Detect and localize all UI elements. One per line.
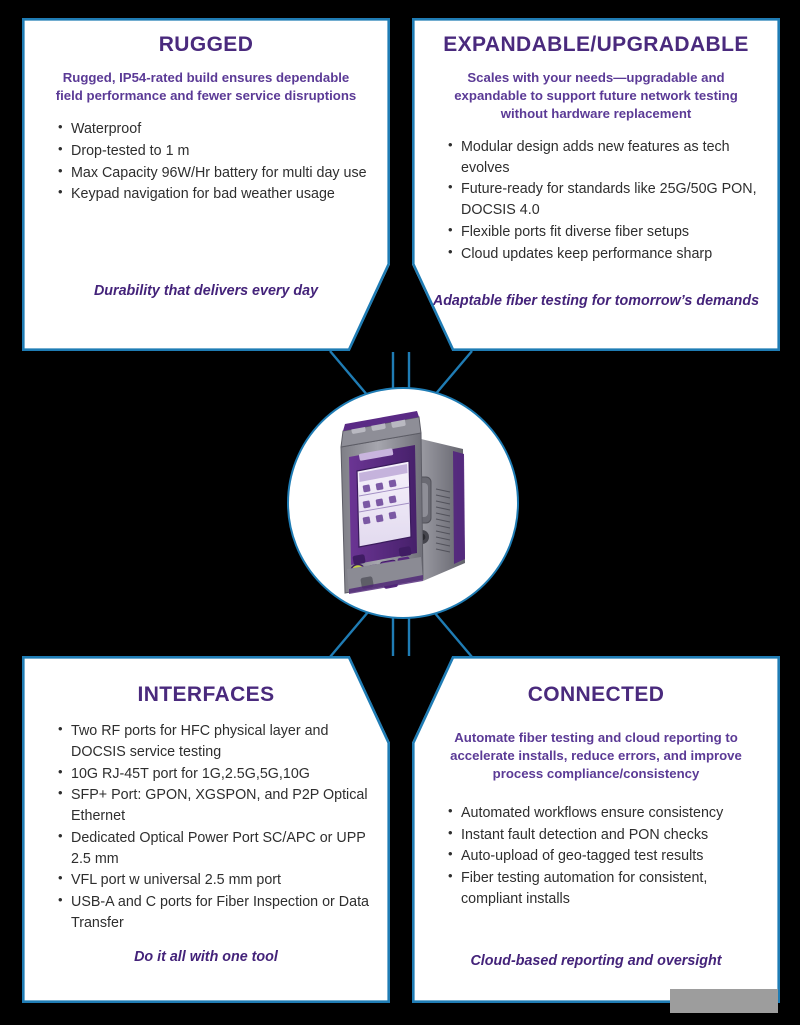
list-item: Instant fault detection and PON checks bbox=[448, 824, 760, 846]
card-interfaces-title: INTERFACES bbox=[137, 683, 275, 706]
list-item: Auto-upload of geo-tagged test results bbox=[448, 845, 760, 867]
card-rugged-bullets: Waterproof Drop-tested to 1 m Max Capaci… bbox=[42, 118, 370, 206]
list-item: Two RF ports for HFC physical layer and … bbox=[58, 720, 370, 762]
list-item: Automated workflows ensure consistency bbox=[448, 802, 760, 824]
card-connected-subtitle: Automate fiber testing and cloud reporti… bbox=[450, 730, 742, 782]
card-expandable-title: EXPANDABLE/UPGRADABLE bbox=[443, 33, 749, 56]
fiber-test-device-image bbox=[303, 403, 503, 603]
card-rugged-title: RUGGED bbox=[158, 33, 254, 56]
card-interfaces-tagline: Do it all with one tool bbox=[134, 948, 278, 965]
list-item: Waterproof bbox=[58, 118, 370, 140]
spacer bbox=[42, 934, 370, 947]
list-item: Flexible ports fit diverse fiber setups bbox=[448, 221, 760, 243]
list-item: Modular design adds new features as tech… bbox=[448, 136, 760, 178]
device-illustration bbox=[340, 411, 465, 594]
card-rugged-subtitle: Rugged, IP54-rated build ensures dependa… bbox=[55, 70, 357, 104]
list-item: Keypad navigation for bad weather usage bbox=[58, 183, 370, 205]
list-item: Dedicated Optical Power Port SC/APC or U… bbox=[58, 827, 370, 869]
list-item: 10G RJ-45T port for 1G,2.5G,5G,10G bbox=[58, 763, 370, 785]
gray-artifact-block bbox=[670, 989, 778, 1013]
card-expandable-bullets: Modular design adds new features as tech… bbox=[432, 136, 760, 265]
spacer bbox=[42, 206, 370, 281]
card-expandable: EXPANDABLE/UPGRADABLE Scales with your n… bbox=[412, 18, 780, 351]
list-item: Drop-tested to 1 m bbox=[58, 140, 370, 162]
list-item: VFL port w universal 2.5 mm port bbox=[58, 869, 370, 891]
list-item: Cloud updates keep performance sharp bbox=[448, 243, 760, 265]
card-connected-title: CONNECTED bbox=[527, 683, 665, 706]
card-expandable-subtitle: Scales with your needs—upgradable and ex… bbox=[454, 70, 738, 122]
center-product-circle bbox=[287, 387, 519, 619]
spacer bbox=[432, 911, 760, 951]
card-rugged-tagline: Durability that delivers every day bbox=[93, 282, 319, 299]
card-expandable-tagline: Adaptable fiber testing for tomorrow’s d… bbox=[432, 292, 760, 309]
list-item: Fiber testing automation for consistent,… bbox=[448, 867, 760, 909]
card-connected-tagline: Cloud-based reporting and oversight bbox=[470, 952, 722, 969]
list-item: SFP+ Port: GPON, XGSPON, and P2P Optical… bbox=[58, 784, 370, 826]
card-connected: CONNECTED Automate fiber testing and clo… bbox=[412, 656, 780, 1003]
list-item: Max Capacity 96W/Hr battery for multi da… bbox=[58, 162, 370, 184]
list-item: USB-A and C ports for Fiber Inspection o… bbox=[58, 891, 370, 933]
card-interfaces-bullets: Two RF ports for HFC physical layer and … bbox=[42, 720, 370, 934]
list-item: Future-ready for standards like 25G/50G … bbox=[448, 178, 760, 220]
card-connected-bullets: Automated workflows ensure consistency I… bbox=[432, 802, 760, 911]
spacer bbox=[432, 265, 760, 291]
card-rugged: RUGGED Rugged, IP54-rated build ensures … bbox=[22, 18, 390, 351]
card-interfaces: INTERFACES Two RF ports for HFC physical… bbox=[22, 656, 390, 1003]
